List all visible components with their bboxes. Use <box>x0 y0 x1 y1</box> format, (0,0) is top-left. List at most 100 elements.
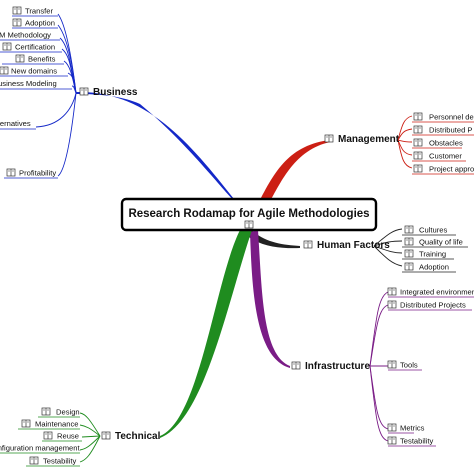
leaf-label: Integrated environmen <box>400 288 474 297</box>
leaf-management-2[interactable]: Distributed P <box>413 125 472 135</box>
business-label: Business <box>93 87 138 98</box>
book-icon <box>387 360 397 369</box>
leaf-infrastructure-5[interactable]: Testability <box>387 437 434 446</box>
leaf-label: Tools <box>400 361 418 370</box>
book-icon <box>2 42 12 51</box>
leaf-label: AM Methodology <box>0 31 51 40</box>
leaf-label: Certification <box>15 43 55 52</box>
business-node[interactable]: Business <box>79 87 138 98</box>
leaf-business-6[interactable]: New domains <box>0 67 57 76</box>
book-icon <box>6 168 16 177</box>
book-icon <box>324 134 334 143</box>
leaf-business-7[interactable]: Business Modeling <box>0 79 57 88</box>
leaf-label: Maintenance <box>35 420 78 429</box>
leaf-technical-3[interactable]: Reuse <box>43 431 79 441</box>
book-icon <box>413 151 423 160</box>
center-title: Research Rodamap for Agile Methodologies <box>128 208 369 220</box>
management-label: Management <box>338 134 400 145</box>
book-icon <box>404 262 414 271</box>
book-icon <box>413 112 423 121</box>
leaf-human-factors-4[interactable]: Adoption <box>404 262 449 272</box>
leaf-label: Distributed P <box>429 126 472 135</box>
human-factors-node[interactable]: Human Factors <box>303 240 390 251</box>
human-factors-label: Human Factors <box>317 240 390 251</box>
leaf-infrastructure-3[interactable]: Tools <box>387 360 418 370</box>
book-icon <box>404 249 414 258</box>
book-icon <box>413 138 423 147</box>
leaf-label: Profitability <box>19 169 56 178</box>
leaf-technical-5[interactable]: Testability <box>29 456 77 466</box>
technical-node[interactable]: Technical <box>101 431 161 442</box>
technical-leaves <box>0 416 82 467</box>
leaf-management-4[interactable]: Customer <box>413 151 462 161</box>
business-leaf-connectors <box>35 13 77 177</box>
book-icon <box>404 225 414 234</box>
leaf-label: Training <box>419 250 446 259</box>
management-node[interactable]: Management <box>324 134 400 145</box>
infrastructure-branch-connector <box>250 230 290 368</box>
book-icon <box>12 6 22 15</box>
leaf-management-1[interactable]: Personnel de <box>413 112 474 122</box>
leaf-label: Business Modeling <box>0 79 57 88</box>
book-icon <box>12 18 22 27</box>
leaf-business-5[interactable]: Benefits <box>15 54 56 64</box>
leaf-human-factors-2[interactable]: Quality of life <box>404 237 463 247</box>
book-icon <box>404 237 414 246</box>
technical-label: Technical <box>115 431 161 442</box>
leaf-label: Design <box>56 408 80 417</box>
leaf-business-3[interactable]: AM Methodology <box>0 31 51 40</box>
leaf-label: Obstacles <box>429 139 463 148</box>
book-icon <box>41 407 51 416</box>
leaf-technical-4[interactable]: Configuration management <box>0 444 80 453</box>
leaf-label: Quality of life <box>419 238 463 247</box>
leaf-label: Distributed Projects <box>400 301 466 310</box>
leaf-label: Project appro <box>429 165 474 174</box>
leaf-management-5[interactable]: Project appro <box>413 164 474 174</box>
book-icon <box>303 240 313 249</box>
book-icon <box>291 361 301 370</box>
leaf-label: Testability <box>400 437 434 446</box>
book-icon <box>244 220 254 229</box>
leaf-technical-1[interactable]: Design <box>41 407 80 417</box>
leaf-label: Configuration management <box>0 444 80 453</box>
book-icon <box>101 431 111 440</box>
center-node[interactable]: Research Rodamap for Agile Methodologies <box>120 197 378 232</box>
leaf-management-3[interactable]: Obstacles <box>413 138 463 148</box>
leaf-infrastructure-2[interactable]: Distributed Projects <box>387 300 466 310</box>
leaf-infrastructure-1[interactable]: Integrated environmen <box>387 288 474 297</box>
leaf-human-factors-3[interactable]: Training <box>404 249 446 259</box>
book-icon <box>79 87 89 96</box>
book-icon <box>413 164 423 173</box>
leaf-business-8[interactable]: Alternatives <box>0 119 31 128</box>
infrastructure-node[interactable]: Infrastructure <box>291 361 370 372</box>
leaf-label: Benefits <box>28 55 56 64</box>
leaf-business-1[interactable]: Transfer <box>12 6 53 16</box>
leaf-business-4[interactable]: Certification <box>2 42 55 52</box>
leaf-label: Personnel de <box>429 113 474 122</box>
book-icon <box>43 431 53 440</box>
book-icon <box>387 300 397 309</box>
book-icon <box>15 54 25 63</box>
management-leaves <box>412 121 474 175</box>
business-leaves <box>0 15 72 179</box>
human-factors-leaves <box>402 234 468 273</box>
leaf-technical-2[interactable]: Maintenance <box>21 420 78 429</box>
leaf-human-factors-1[interactable]: Cultures <box>404 225 447 235</box>
leaf-label: Customer <box>429 152 462 161</box>
management-leaf-connectors <box>397 115 413 169</box>
infrastructure-label: Infrastructure <box>305 361 370 372</box>
leaf-business-9[interactable]: Profitability <box>6 168 56 178</box>
infrastructure-leaves <box>388 296 474 447</box>
technical-branch-connector <box>160 230 252 438</box>
leaf-label: New domains <box>11 67 57 76</box>
human-factors-leaf-connectors <box>373 228 403 267</box>
leaf-label: Metrics <box>400 424 425 433</box>
infrastructure-leaf-connectors <box>369 291 389 442</box>
technical-leaf-connectors <box>79 412 101 463</box>
leaf-business-2[interactable]: Adoption <box>12 18 55 28</box>
book-icon <box>413 125 423 134</box>
leaf-infrastructure-4[interactable]: Metrics <box>387 424 425 433</box>
book-icon <box>29 456 39 465</box>
